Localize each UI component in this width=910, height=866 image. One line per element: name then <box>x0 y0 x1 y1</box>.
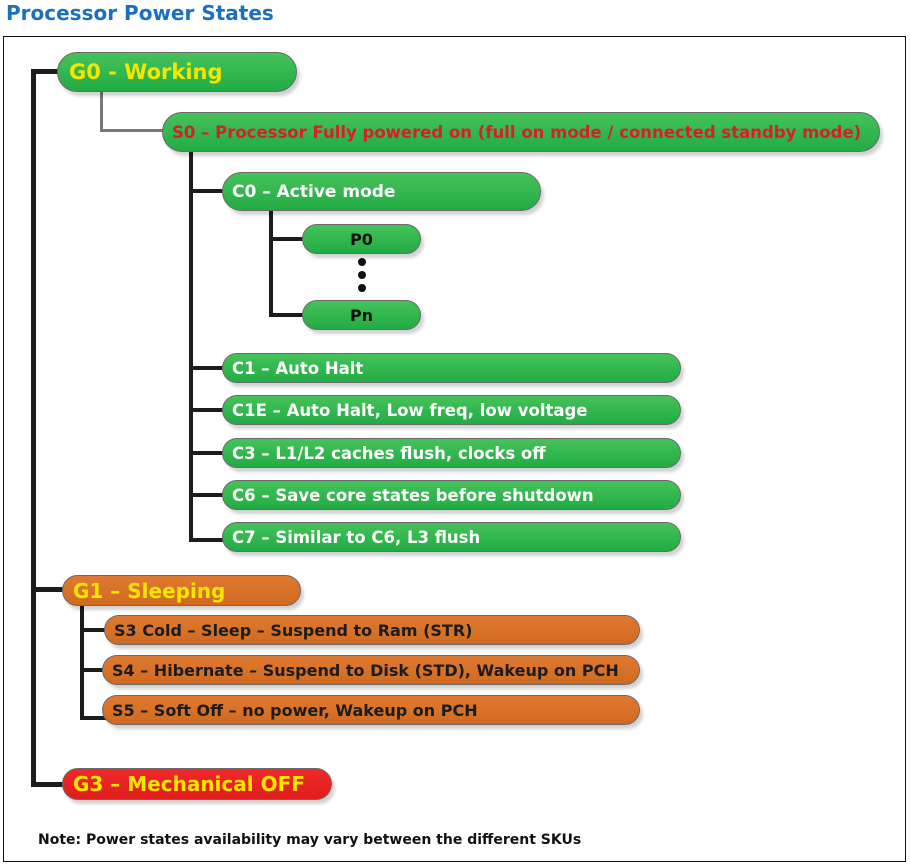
connector-c7 <box>189 538 224 542</box>
node-label: G0 - Working <box>69 60 223 84</box>
node-c1e: C1E – Auto Halt, Low freq, low voltage <box>222 395 681 425</box>
ellipsis-dot-icon <box>358 258 366 266</box>
diagram-frame <box>3 36 906 862</box>
connector-c1e <box>189 408 224 412</box>
node-g0-working: G0 - Working <box>57 52 297 92</box>
node-pn: Pn <box>302 300 421 330</box>
ellipsis-dot-icon <box>358 271 366 279</box>
node-label: S4 – Hibernate – Suspend to Disk (STD), … <box>112 660 619 680</box>
node-p0: P0 <box>302 224 421 254</box>
node-label: Pn <box>349 305 374 325</box>
node-c6: C6 – Save core states before shutdown <box>222 480 681 510</box>
page-title: Processor Power States <box>6 1 274 25</box>
connector-g0-s0-vertical <box>100 92 103 132</box>
node-label: C6 – Save core states before shutdown <box>232 485 594 505</box>
node-label: G1 – Sleeping <box>73 578 226 603</box>
node-label: C0 – Active mode <box>232 181 396 202</box>
node-label: C7 – Similar to C6, L3 flush <box>232 527 481 547</box>
connector-c6 <box>189 493 224 497</box>
c0-trunk-line <box>269 210 273 317</box>
connector-g3 <box>31 782 64 787</box>
connector-pn <box>269 313 304 317</box>
connector-p0 <box>269 237 304 241</box>
connector-s5 <box>80 716 106 720</box>
node-s0: S0 – Processor Fully powered on (full on… <box>162 112 880 152</box>
node-label: C1E – Auto Halt, Low freq, low voltage <box>232 400 588 420</box>
g1-trunk-line <box>80 604 84 720</box>
footnote: Note: Power states availability may vary… <box>38 832 582 848</box>
node-g1-sleeping: G1 – Sleeping <box>62 575 301 606</box>
node-label: S0 – Processor Fully powered on (full on… <box>172 122 862 142</box>
node-label: S3 Cold – Sleep – Suspend to Ram (STR) <box>114 620 473 640</box>
node-s3: S3 Cold – Sleep – Suspend to Ram (STR) <box>104 615 640 645</box>
node-s5: S5 – Soft Off – no power, Wakeup on PCH <box>102 695 640 725</box>
node-label: C1 – Auto Halt <box>232 358 364 378</box>
node-c3: C3 – L1/L2 caches flush, clocks off <box>222 438 681 468</box>
node-c0: C0 – Active mode <box>222 172 541 211</box>
node-label: G3 – Mechanical OFF <box>73 772 305 796</box>
node-label: C3 – L1/L2 caches flush, clocks off <box>232 443 546 463</box>
connector-s3 <box>80 628 106 632</box>
connector-g0 <box>31 69 59 74</box>
node-label: S5 – Soft Off – no power, Wakeup on PCH <box>112 700 478 720</box>
connector-s4 <box>80 668 106 672</box>
node-c7: C7 – Similar to C6, L3 flush <box>222 522 681 552</box>
node-c1: C1 – Auto Halt <box>222 353 681 383</box>
main-trunk-line <box>31 69 36 787</box>
s0-trunk-line <box>189 151 193 542</box>
connector-c0 <box>189 189 224 193</box>
connector-c1 <box>189 366 224 370</box>
connector-c3 <box>189 451 224 455</box>
node-label: P0 <box>350 229 373 249</box>
node-s4: S4 – Hibernate – Suspend to Disk (STD), … <box>102 655 640 685</box>
connector-g0-s0-horizontal <box>100 129 163 132</box>
ellipsis-dot-icon <box>358 284 366 292</box>
node-g3-mechanical-off: G3 – Mechanical OFF <box>62 768 332 800</box>
connector-g1 <box>31 587 64 592</box>
